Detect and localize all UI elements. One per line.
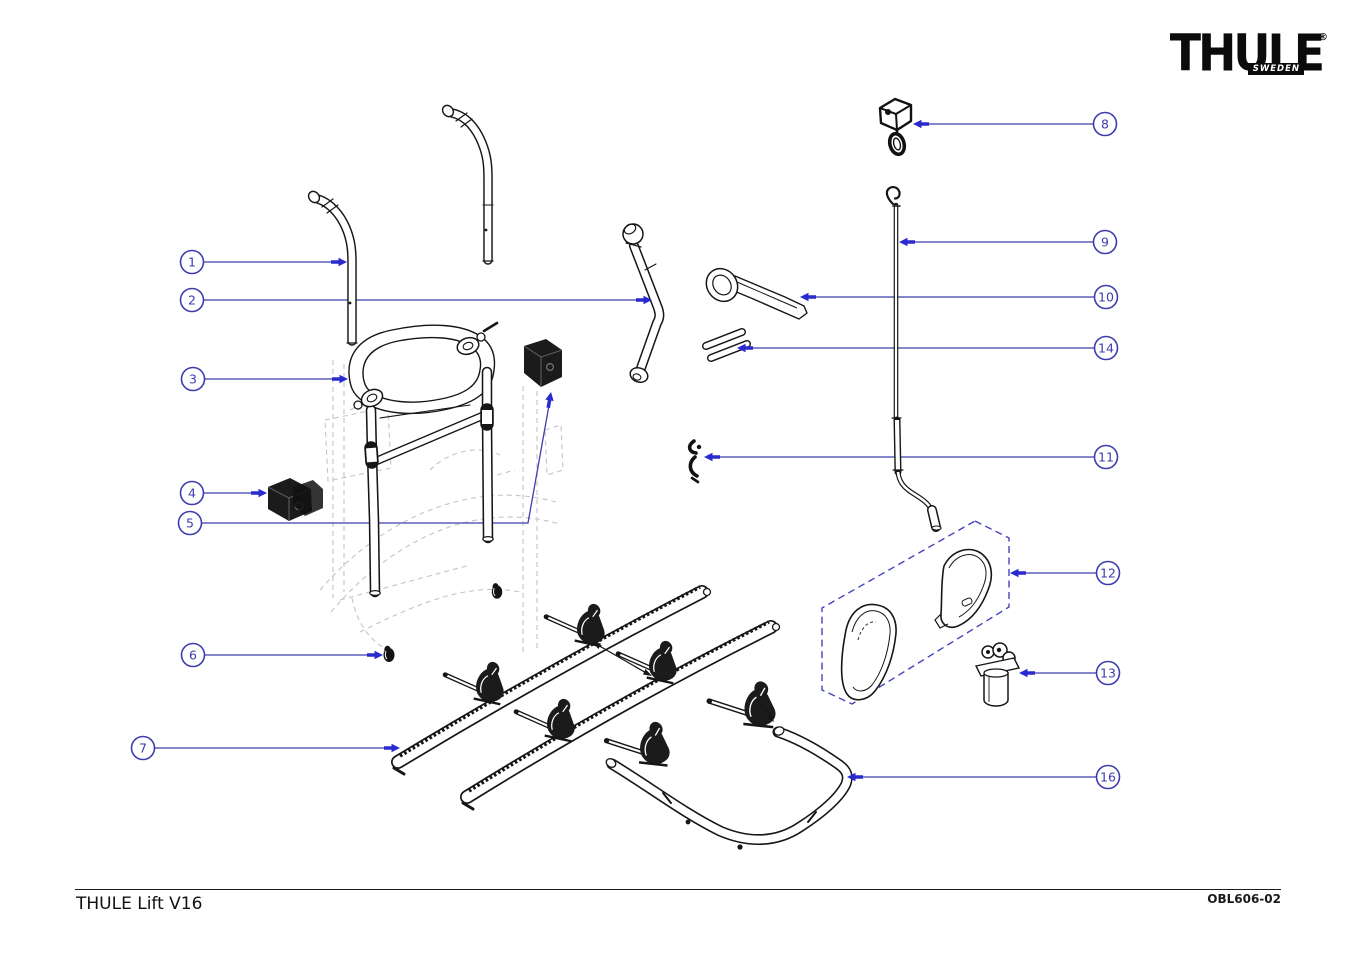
callout-5-label: 5: [186, 516, 194, 531]
callout-6: 6: [180, 642, 206, 668]
ghost-vehicle-outline: [319, 360, 564, 656]
part-support-tube-right: [441, 104, 494, 265]
part-5-black-bracket: [523, 339, 563, 387]
part-10-strap: [705, 267, 808, 320]
callout-7: 7: [130, 735, 156, 761]
callout-6-label: 6: [189, 648, 197, 663]
callout-10-label: 10: [1098, 290, 1114, 305]
callout-14: 14: [1093, 335, 1119, 361]
callout-14-label: 14: [1098, 341, 1114, 356]
callout-2: 2: [179, 287, 205, 313]
part-7-bike-rails: [391, 585, 781, 811]
callout-3-label: 3: [189, 372, 197, 387]
part-12-cover-set: [821, 520, 1010, 705]
product-title: THULE Lift V16: [76, 894, 203, 914]
callout-9-label: 9: [1101, 235, 1109, 250]
part-14-strips: [702, 328, 751, 362]
footer-divider: [75, 889, 1281, 890]
callout-7-label: 7: [139, 741, 147, 756]
callout-1-label: 1: [188, 255, 196, 270]
part-3-main-frame: [348, 321, 499, 598]
callout-1: 1: [179, 249, 205, 275]
callout-16-label: 16: [1100, 770, 1116, 785]
callout-4: 4: [179, 480, 205, 506]
part-8-hook-block: [878, 97, 913, 157]
part-9-tension-rod: [885, 186, 942, 532]
thule-logo: THULE ® SWEDEN: [1162, 28, 1328, 90]
parts: [267, 97, 1021, 850]
part-1-support-tube: [307, 190, 358, 346]
callout-12: 12: [1095, 560, 1121, 586]
callout-8: 8: [1092, 111, 1118, 137]
part-11-clip: [687, 439, 702, 484]
leader-5: [201, 393, 552, 524]
assembly-arrows: [592, 642, 774, 722]
callout-3: 3: [180, 366, 206, 392]
part-6-knobs: [383, 582, 503, 663]
callout-8-label: 8: [1101, 117, 1109, 132]
callout-12-label: 12: [1100, 566, 1116, 581]
leader-lines: [154, 123, 1097, 778]
callouts: 1 2 3 4 5 6 7 8: [130, 111, 1121, 790]
part-2-pivot-arm: [622, 223, 665, 384]
callout-4-label: 4: [188, 486, 196, 501]
part-13-winch: [974, 642, 1021, 707]
callout-9: 9: [1092, 229, 1118, 255]
callout-11-label: 11: [1098, 450, 1114, 465]
thule-logo-sweden-badge: SWEDEN: [1247, 63, 1304, 75]
callout-10: 10: [1093, 284, 1119, 310]
callout-11: 11: [1093, 444, 1119, 470]
part-4-black-bracket: [267, 478, 323, 521]
part-16-lower-frame: [605, 726, 853, 850]
wheel-clamps: [443, 604, 777, 772]
callout-13-label: 13: [1100, 666, 1116, 681]
callout-2-label: 2: [188, 293, 196, 308]
registered-trademark-symbol: ®: [1318, 32, 1328, 43]
callout-13: 13: [1095, 660, 1121, 686]
callout-5: 5: [177, 510, 203, 536]
callout-16: 16: [1095, 764, 1121, 790]
drawing-number: OBL606-02: [1207, 892, 1281, 906]
